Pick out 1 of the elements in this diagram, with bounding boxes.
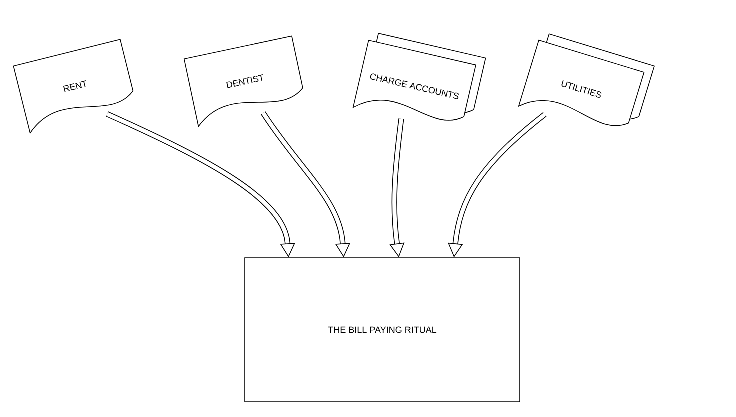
process-box: THE BILL PAYING RITUAL	[244, 258, 520, 402]
